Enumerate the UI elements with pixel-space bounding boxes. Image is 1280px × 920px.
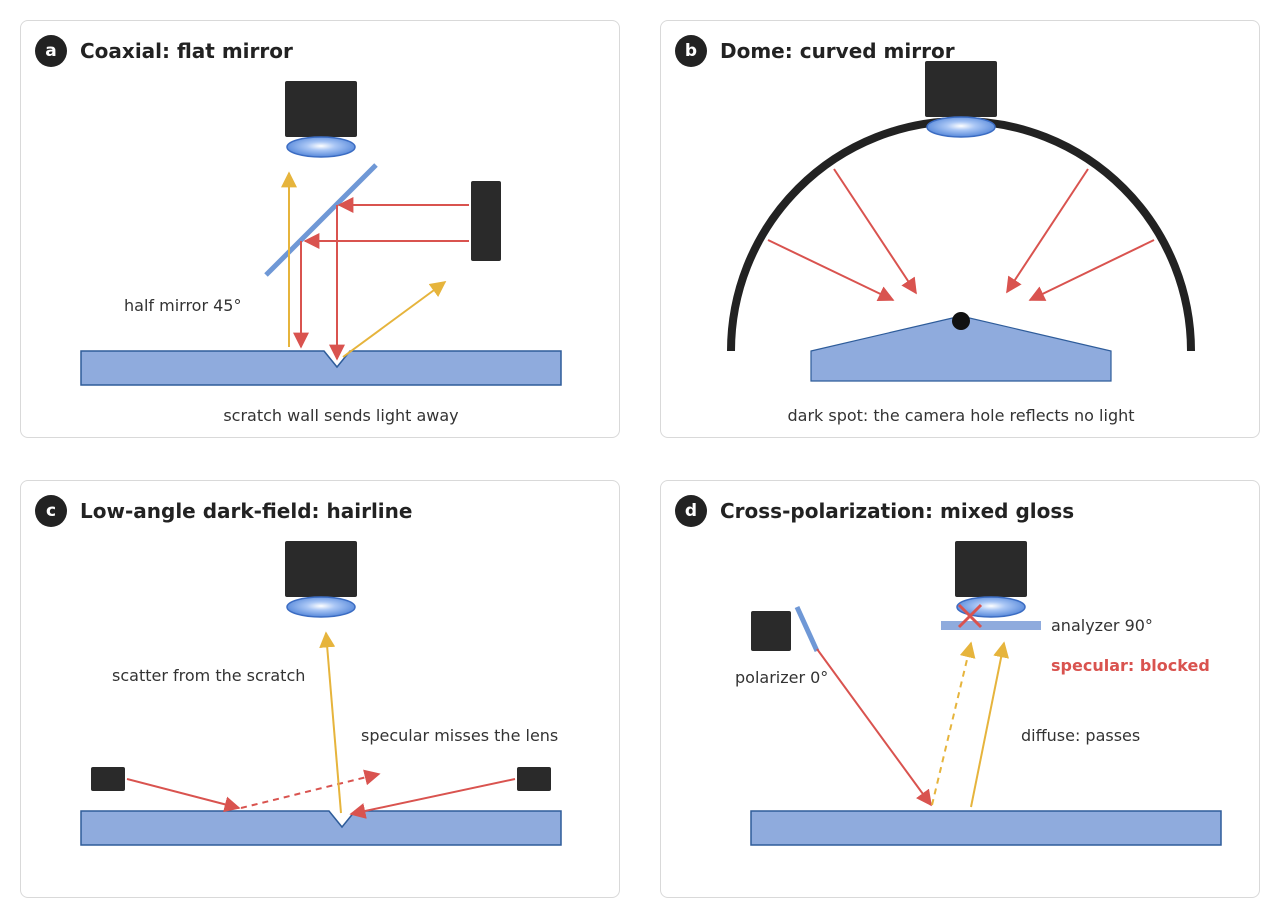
scatter-label: scatter from the scratch (112, 666, 305, 685)
blocked-label: specular: blocked (1051, 656, 1210, 675)
panel-cross-polarization: d Cross-polarization: mixed gloss analyz… (660, 480, 1260, 898)
sample-surface (750, 810, 1222, 846)
polarizer-label: polarizer 0° (735, 668, 828, 687)
dark-spot (952, 312, 970, 330)
camera-lens (926, 116, 996, 138)
coaxial-diagram: half mirror 45° scratch wall sends light… (80, 81, 562, 425)
dome-ray (767, 239, 895, 301)
cross-polarization-diagram: analyzer 90° specular: blocked polarizer… (735, 541, 1222, 846)
camera-body (285, 81, 357, 137)
blocked-cross-icon (957, 603, 983, 629)
analyzer-filter (941, 621, 1041, 630)
specular-ray (931, 641, 976, 806)
curved-sample (810, 315, 1112, 382)
panel-title: Dome: curved mirror (720, 39, 955, 63)
panel-badge: a (35, 35, 67, 67)
camera-lens (286, 136, 356, 158)
half-mirror (264, 163, 378, 277)
diffuse-ray (970, 641, 1010, 808)
dome-ray (833, 168, 917, 295)
dark-field-diagram: scatter from the scratch specular misses… (80, 541, 562, 846)
polarizer-filter (794, 605, 820, 653)
dome-ray (1028, 239, 1155, 301)
dome-diagram: dark spot: the camera hole reflects no l… (727, 61, 1195, 425)
scattered-ray (342, 281, 447, 358)
panel-title: Coaxial: flat mirror (80, 39, 293, 63)
panel-badge: d (675, 495, 707, 527)
panel-title: Low-angle dark-field: hairline (80, 499, 413, 523)
sample-surface (80, 810, 562, 846)
specular-label: specular misses the lens (361, 726, 558, 745)
light-source (751, 611, 791, 651)
polarized-ray (816, 648, 932, 807)
dome-ray (1006, 168, 1089, 294)
camera-lens (286, 596, 356, 618)
sample-surface (80, 350, 562, 386)
diffuse-label: diffuse: passes (1021, 726, 1140, 745)
panel-coaxial: a Coaxial: flat mirror half mirror 45° s… (20, 20, 620, 438)
panel-caption: scratch wall sends light away (223, 406, 458, 425)
panel-badge: b (675, 35, 707, 67)
panel-badge: c (35, 495, 67, 527)
analyzer-label: analyzer 90° (1051, 616, 1153, 635)
low-angle-ray (349, 778, 516, 819)
camera-body (285, 541, 357, 597)
light-source (471, 181, 501, 261)
low-angle-ray (126, 778, 241, 813)
mirror-label: half mirror 45° (124, 296, 241, 315)
specular-ray (240, 769, 381, 809)
panel-dark-field: c Low-angle dark-field: hairline scatter… (20, 480, 620, 898)
panel-caption: dark spot: the camera hole reflects no l… (787, 406, 1134, 425)
panel-title: Cross-polarization: mixed gloss (720, 499, 1075, 523)
camera-body (955, 541, 1027, 597)
camera-body (925, 61, 997, 117)
scatter-ray (319, 631, 342, 814)
left-light-source (91, 767, 125, 791)
panel-dome: b Dome: curved mirror dark spot: the cam… (660, 20, 1260, 438)
right-light-source (517, 767, 551, 791)
